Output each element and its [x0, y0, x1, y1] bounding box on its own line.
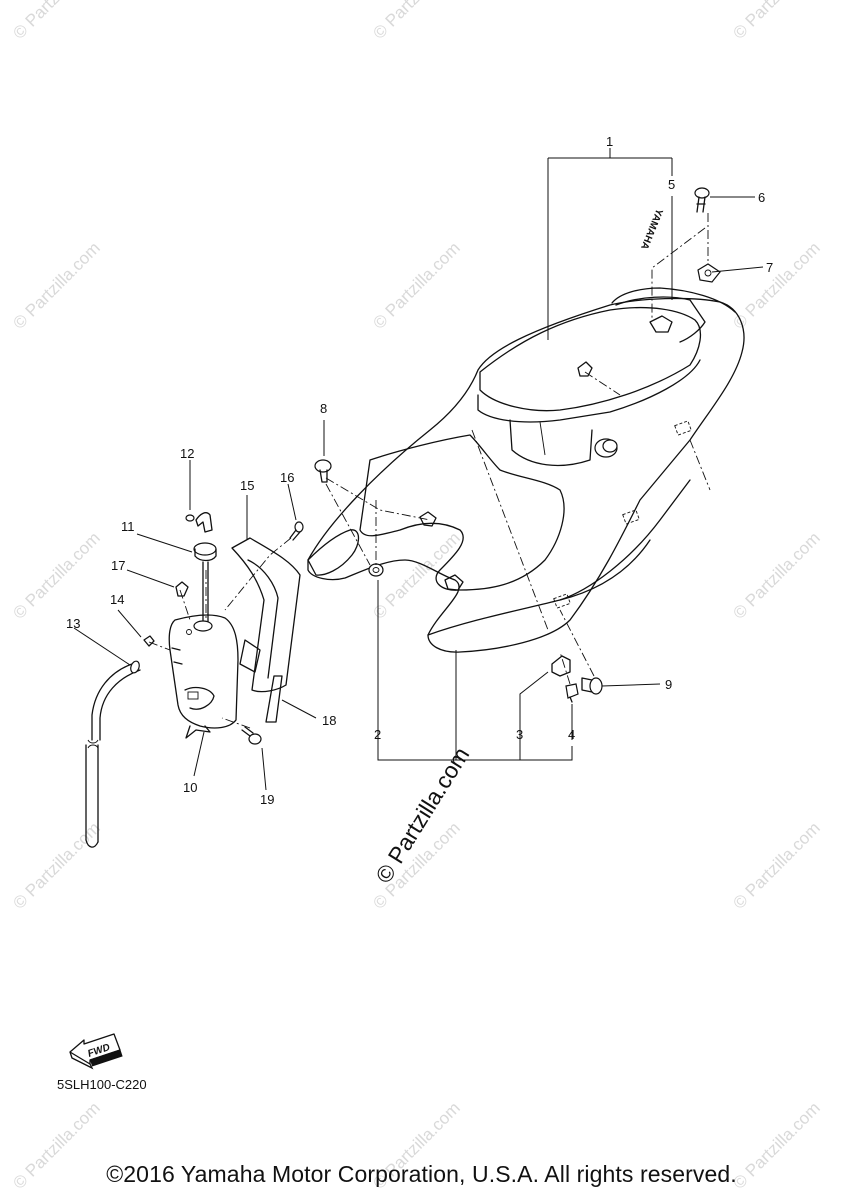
- callout-3: 3: [516, 727, 523, 742]
- callout-8: 8: [320, 401, 327, 416]
- leader-lines: [73, 148, 764, 791]
- watermark-text: © Partzilla.com: [9, 528, 103, 622]
- callout-12: 12: [180, 446, 194, 461]
- callout-15: 15: [240, 478, 254, 493]
- callout-labels: 1 2 3 4 5 6 7 8 9 10 11 12 13 14 15 16 1…: [66, 134, 773, 807]
- reservoir-tank: [168, 614, 239, 739]
- callout-2: 2: [374, 727, 381, 742]
- callout-11: 11: [121, 519, 135, 534]
- assembly-lines: [148, 213, 711, 729]
- diagram-code: 5SLH100-C220: [57, 1077, 147, 1092]
- copyright-notice: ©2016 Yamaha Motor Corporation, U.S.A. A…: [106, 1161, 737, 1187]
- fwd-arrow-icon: FWD: [69, 1033, 123, 1070]
- callout-5: 5: [668, 177, 675, 192]
- callout-18: 18: [322, 713, 336, 728]
- watermark-text: © Partzilla.com: [9, 238, 103, 332]
- callout-1: 1: [606, 134, 613, 149]
- watermark-text: © Partzilla.com: [729, 528, 823, 622]
- bracket: [231, 537, 301, 693]
- watermark-layer: © Partzilla.com © Partzilla.com © Partzill…: [9, 0, 823, 1193]
- decal-text: YAMAHA: [638, 207, 664, 251]
- watermark-text: © Partzilla.com: [9, 818, 103, 912]
- callout-14: 14: [110, 592, 124, 607]
- yamaha-decal: YAMAHA: [638, 207, 664, 251]
- callout-17: 17: [111, 558, 125, 573]
- watermark-text: © Partzilla.com: [369, 0, 463, 43]
- seat-cowl-assembly: [307, 287, 745, 677]
- watermark-text: © Partzilla.com: [729, 238, 823, 332]
- watermark-text: © Partzilla.com: [369, 528, 463, 622]
- watermark-text: © Partzilla.com: [9, 0, 103, 43]
- callout-10: 10: [183, 780, 197, 795]
- watermark-text: © Partzilla.com: [729, 0, 823, 43]
- callout-6: 6: [758, 190, 765, 205]
- rubber-strip: [265, 675, 283, 723]
- fasteners: [143, 187, 721, 745]
- callout-16: 16: [280, 470, 294, 485]
- hose: [85, 660, 141, 848]
- callout-19: 19: [260, 792, 274, 807]
- callout-9: 9: [665, 677, 672, 692]
- watermark-text: © Partzilla.com: [729, 818, 823, 912]
- callout-7: 7: [766, 260, 773, 275]
- callout-13: 13: [66, 616, 80, 631]
- watermark-text: © Partzilla.com: [369, 238, 463, 332]
- callout-4: 4: [568, 727, 575, 742]
